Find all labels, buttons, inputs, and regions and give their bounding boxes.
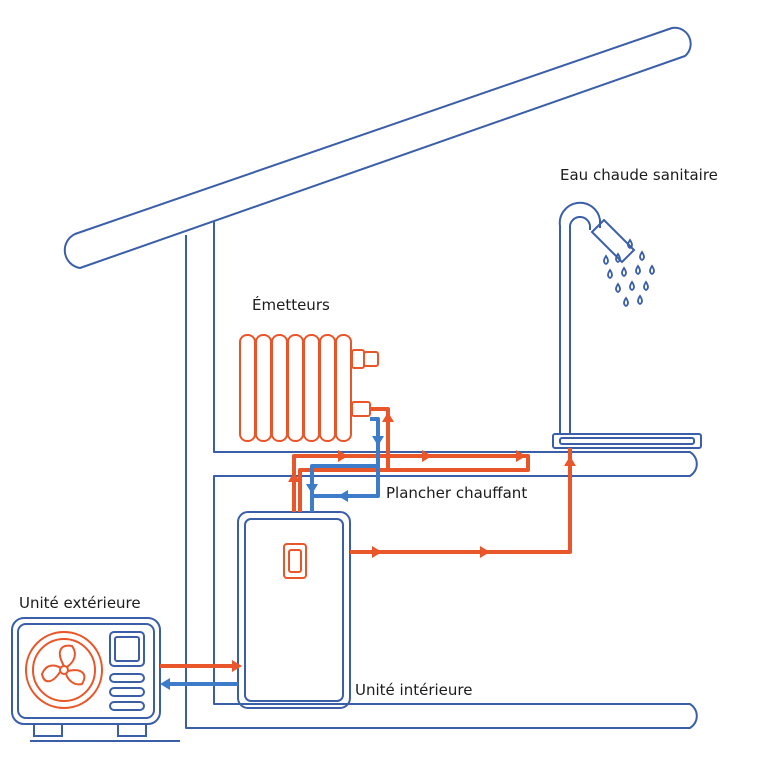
cold-water-pipes — [164, 417, 380, 686]
label-floor-heating: Plancher chauffant — [386, 484, 528, 502]
indoor-unit — [237, 511, 351, 709]
label-indoor-unit: Unité intérieure — [355, 681, 473, 699]
shower-icon — [552, 201, 702, 449]
house-structure — [63, 26, 698, 729]
flow-arrows — [232, 412, 576, 672]
flow-arrows-return — [160, 436, 384, 690]
radiator-icon — [239, 334, 379, 442]
water-drops — [603, 238, 655, 308]
pipe-radiator-return — [370, 417, 380, 466]
outdoor-unit — [11, 617, 180, 742]
left-wall — [185, 222, 698, 729]
label-emitters: Émetteurs — [252, 296, 330, 314]
label-outdoor-unit: Unité extérieure — [19, 594, 141, 612]
pipe-dhw-supply — [350, 448, 572, 554]
fan-icon — [25, 631, 103, 709]
hot-water-pipes — [160, 407, 572, 668]
roof — [63, 26, 692, 269]
pipe-radiator-supply — [370, 407, 390, 470]
pipe-floor-return — [310, 464, 380, 512]
pipe-floor-heating — [292, 454, 530, 512]
label-hot-water: Eau chaude sanitaire — [560, 166, 718, 184]
indoor-unit-display — [283, 543, 307, 579]
